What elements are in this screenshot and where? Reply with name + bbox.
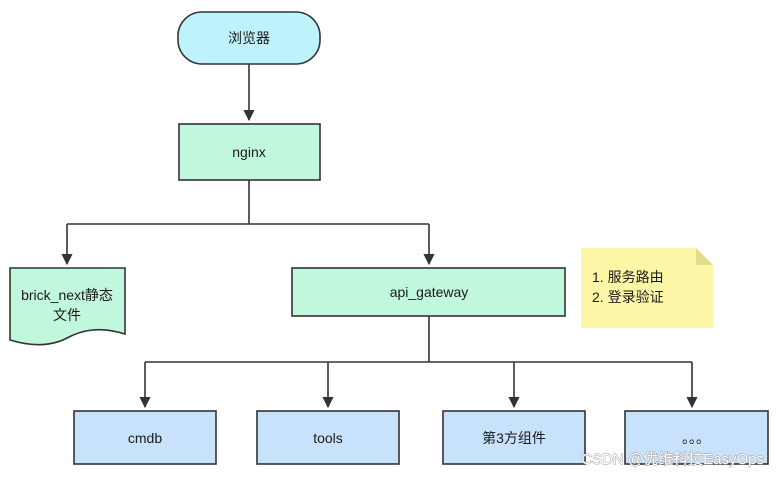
node-browser-shape <box>177 11 321 65</box>
node-tools-shape <box>256 410 400 465</box>
note-line2: 2. 登录验证 <box>592 289 664 305</box>
node-static-files-label-line1: brick_next静态 <box>21 287 113 303</box>
note-line1: 1. 服务路由 <box>592 269 664 285</box>
node-third-party: 第3方组件 <box>442 410 586 465</box>
node-third-party-shape <box>442 410 586 465</box>
node-browser: 浏览器 <box>177 11 321 65</box>
node-static-files: brick_next静态 文件 <box>9 267 126 346</box>
node-static-files-label-line2: 文件 <box>53 307 81 323</box>
node-nginx: nginx <box>178 123 321 181</box>
note-shape <box>581 248 713 328</box>
node-nginx-shape <box>178 123 321 181</box>
node-third-party-label: 第3方组件 <box>482 430 546 446</box>
node-cmdb-shape <box>73 410 217 465</box>
csdn-watermark: CSDN @优维科技EasyOps <box>581 451 764 468</box>
node-api-gateway-label: api_gateway <box>390 284 469 300</box>
note-fold <box>696 248 713 265</box>
node-api-gateway: api_gateway <box>291 267 566 317</box>
connectors <box>61 64 698 409</box>
node-static-files-shape <box>9 267 126 346</box>
node-nginx-label: nginx <box>232 144 265 160</box>
node-browser-label: 浏览器 <box>228 30 270 46</box>
node-more-label: 。。。 <box>682 430 710 446</box>
note-gateway-functions: 1. 服务路由 2. 登录验证 <box>581 248 713 328</box>
node-api-gateway-shape <box>291 267 566 317</box>
node-cmdb-label: cmdb <box>128 430 162 446</box>
node-more: 。。。 <box>624 410 769 465</box>
node-more-shape <box>624 410 769 465</box>
node-tools-label: tools <box>313 430 343 446</box>
node-tools: tools <box>256 410 400 465</box>
node-cmdb: cmdb <box>73 410 217 465</box>
